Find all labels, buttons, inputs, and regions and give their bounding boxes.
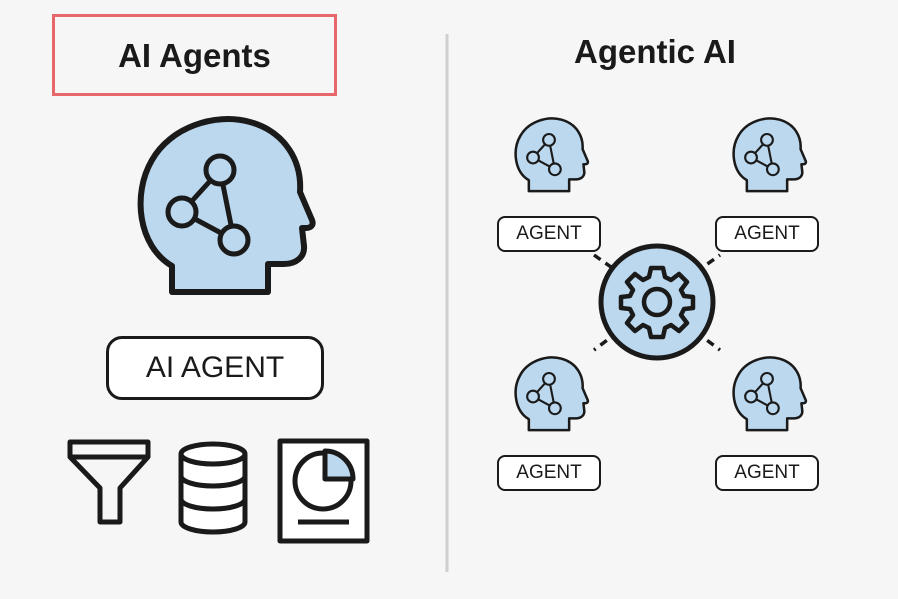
agent-head-icon — [732, 356, 808, 432]
agentic-ai-title: Agentic AI — [574, 33, 736, 70]
ai-agent-label: AI AGENT — [106, 336, 324, 400]
agent-head-icon — [514, 356, 590, 432]
funnel-icon — [67, 439, 151, 525]
agent-head-icon — [514, 117, 590, 193]
ai-agents-title-text: AI Agents — [118, 36, 271, 74]
agent-label-top-left: AGENT — [497, 216, 601, 252]
database-icon — [178, 441, 248, 535]
gear-icon — [598, 243, 716, 361]
agent-head-icon — [732, 117, 808, 193]
agent-label-top-right: AGENT — [715, 216, 819, 252]
agent-label-bottom-left: AGENT — [497, 455, 601, 491]
pie-chart-report-icon — [277, 438, 370, 544]
ai-agent-head-icon — [141, 119, 313, 292]
agent-label-bottom-right: AGENT — [715, 455, 819, 491]
ai-agents-title: AI Agents — [52, 14, 337, 96]
